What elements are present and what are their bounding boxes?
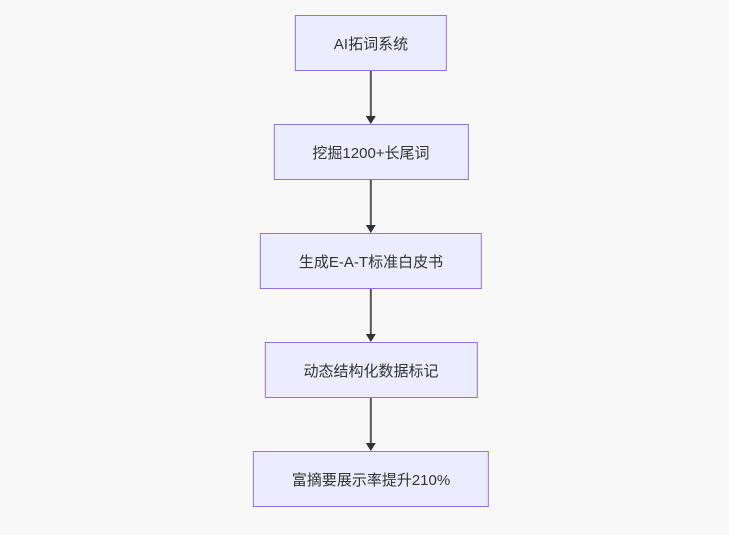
flowchart-node-rich-snippet-rate-increase: 富摘要展示率提升210% — [252, 451, 490, 507]
edge-line — [370, 289, 372, 334]
arrow-down-icon — [366, 71, 376, 124]
flowchart-node-mine-longtail-keywords: 挖掘1200+长尾词 — [273, 124, 469, 180]
arrowhead-icon — [366, 334, 376, 342]
edge-line — [370, 71, 372, 116]
flowchart-node-ai-word-expansion-system: AI拓词系统 — [294, 15, 448, 71]
arrowhead-icon — [366, 443, 376, 451]
flowchart-node-dynamic-structured-data-markup: 动态结构化数据标记 — [264, 342, 478, 398]
arrow-down-icon — [366, 180, 376, 233]
edge-line — [370, 398, 372, 443]
arrowhead-icon — [366, 225, 376, 233]
arrowhead-icon — [366, 116, 376, 124]
flowchart: AI拓词系统 挖掘1200+长尾词 生成E-A-T标准白皮书 动态结构化数据标记… — [252, 15, 490, 507]
flowchart-node-generate-eat-whitepaper: 生成E-A-T标准白皮书 — [259, 233, 483, 289]
arrow-down-icon — [366, 289, 376, 342]
edge-line — [370, 180, 372, 225]
arrow-down-icon — [366, 398, 376, 451]
